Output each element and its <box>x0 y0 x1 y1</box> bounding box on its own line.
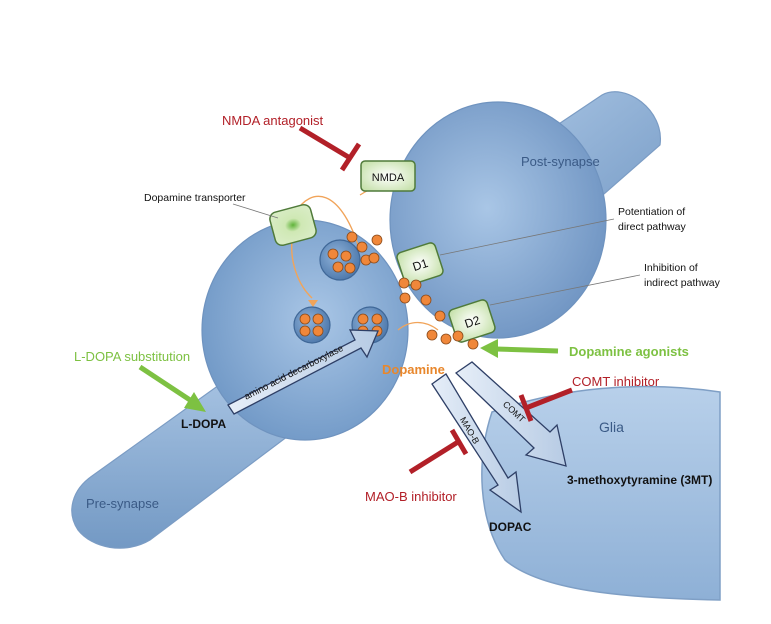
nmda-inhibitor-line <box>298 125 352 161</box>
ldopa-label: L-DOPA <box>181 417 226 431</box>
synaptic-curve <box>397 321 439 331</box>
agonist-green-arrowhead <box>480 339 498 358</box>
maob-inhibitor-bar <box>449 428 469 456</box>
d2-label: D2 <box>463 313 482 331</box>
potentiation-pointer <box>439 218 615 256</box>
d1-receptor <box>396 242 444 286</box>
post-synapse-body <box>389 101 607 339</box>
reuptake-curve-down <box>290 239 313 299</box>
post-synapse-label: Post-synapse <box>521 154 600 169</box>
agonist-green-arrow-shaft <box>495 346 559 354</box>
comt-inhibitor-bar <box>518 394 534 422</box>
maob-arrow <box>431 373 522 514</box>
nmda-inhibitor-bar <box>339 142 362 172</box>
free-dopamine-molecules <box>346 231 479 350</box>
maob-inhibitor-label: MAO-B inhibitor <box>365 489 457 504</box>
vesicle-releasing <box>319 239 361 281</box>
maob-inhibitor-line <box>408 439 460 475</box>
ldopa-substitution-label: L-DOPA substitution <box>74 349 190 364</box>
dopamine-agonists-label: Dopamine agonists <box>569 344 689 359</box>
glia-label: Glia <box>599 419 624 435</box>
nmda-antagonist-label: NMDA antagonist <box>222 113 324 128</box>
ldopa-green-arrowhead <box>184 392 206 412</box>
d1-label: D1 <box>411 256 430 274</box>
potentiation-label-line2: direct pathway <box>618 221 686 233</box>
transporter-pointer <box>232 203 279 219</box>
dopac-label: DOPAC <box>489 520 532 534</box>
comt-inhibitor-line <box>525 387 573 411</box>
comt-inhibitor-label: COMT inhibitor <box>572 374 660 389</box>
pre-synapse-label: Pre-synapse <box>86 496 159 511</box>
nmda-receptor <box>360 160 416 192</box>
decarboxylase-arrow <box>227 329 379 415</box>
nmda-receptor-label: NMDA <box>372 172 405 184</box>
vesicle-left <box>293 306 331 344</box>
inhibition-label-line2: indirect pathway <box>644 277 721 289</box>
inhibition-pointer <box>489 274 641 306</box>
dopamine-transporter <box>269 203 317 247</box>
dopamine-transporter-label: Dopamine transporter <box>144 192 246 204</box>
product-3mt-label: 3-methoxytyramine (3MT) <box>567 473 712 487</box>
reuptake-arrowhead <box>308 300 318 307</box>
dopamine-label: Dopamine <box>382 362 445 377</box>
ldopa-green-arrow-shaft <box>138 364 192 403</box>
comt-arrow <box>454 361 567 467</box>
potentiation-label-line1: Potentiation of <box>618 206 685 218</box>
inhibition-label-line1: Inhibition of <box>644 262 698 274</box>
